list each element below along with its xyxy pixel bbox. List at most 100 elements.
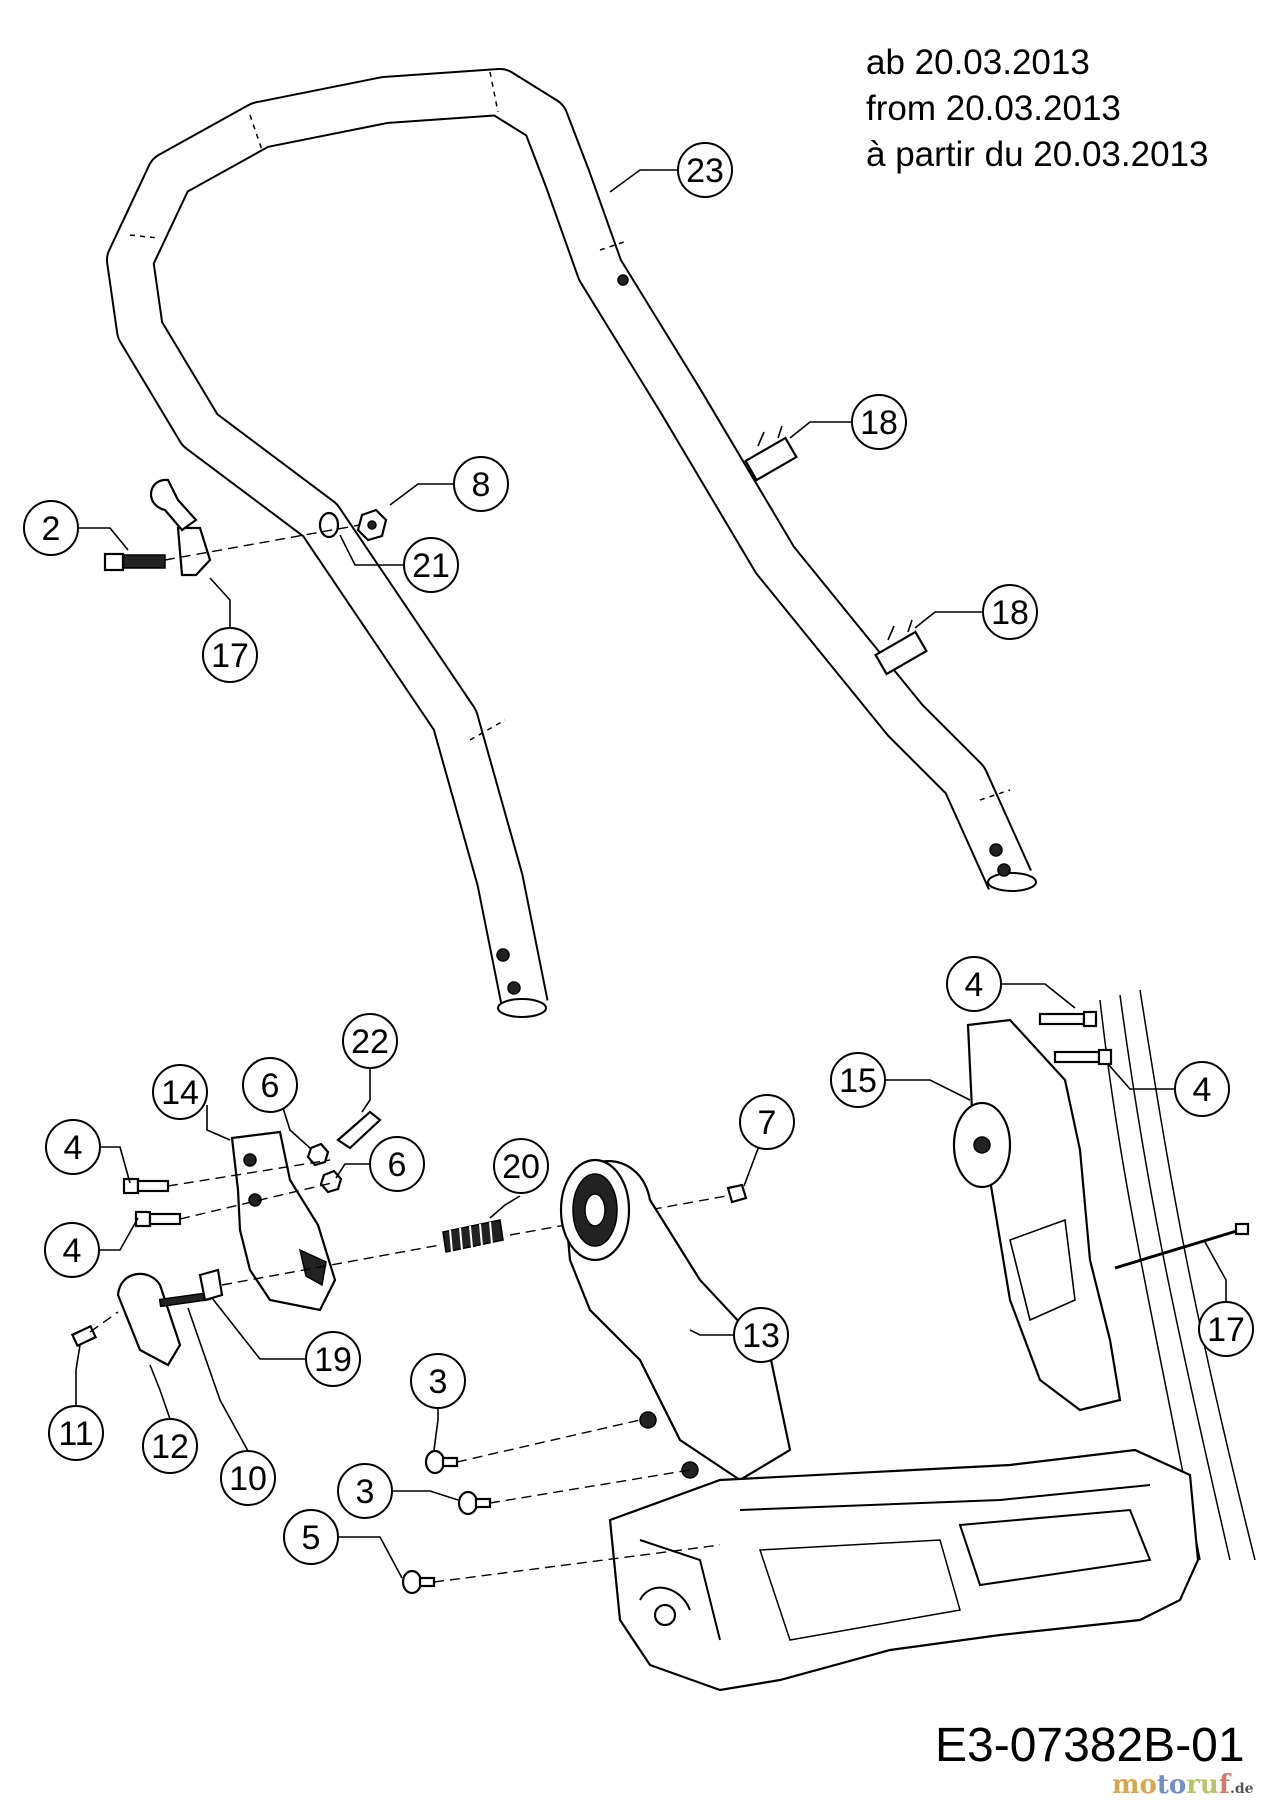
bolt-4-upper-left [122,1177,170,1195]
pin-11 [70,1324,98,1348]
watermark-suffix: .de [1230,1781,1254,1797]
bolt-4-lower-right [1053,1048,1113,1066]
bolt-3-lower [457,1490,492,1516]
watermark-part-4: f [1218,1770,1231,1800]
svg-text:6: 6 [261,1067,280,1105]
callout-12: 12 [142,1418,198,1474]
axis-bolt-4-lower [179,1181,337,1220]
callout-23: 23 [677,142,733,198]
callout-18-lower: 18 [982,584,1038,640]
svg-text:13: 13 [742,1317,780,1355]
callout-11: 11 [48,1405,104,1461]
callout-21: 21 [403,537,459,593]
bolt-5 [401,1569,436,1595]
watermark-logo: motoruf.de [1112,1770,1254,1800]
callout-18-upper: 18 [851,394,907,450]
bolt-4-lower-left [134,1210,182,1228]
axis-bolt-5 [433,1544,721,1583]
callout-4-top-right: 4 [946,956,1002,1012]
svg-text:4: 4 [965,966,984,1004]
rod-10 [158,1291,212,1308]
callout-13: 13 [733,1307,789,1363]
svg-text:18: 18 [991,594,1029,632]
validity-line-en: from 20.03.2013 [866,89,1121,128]
svg-text:3: 3 [429,1363,448,1401]
callout-8: 8 [453,456,509,512]
spring-20 [442,1219,504,1253]
callout-3-upper: 3 [410,1353,466,1409]
lever-12 [116,1272,182,1367]
svg-text:11: 11 [58,1415,93,1453]
callout-19: 19 [305,1331,361,1387]
validity-line-fr: à partir du 20.03.2013 [866,135,1209,174]
callout-14: 14 [152,1064,208,1120]
svg-text:6: 6 [388,1146,407,1184]
callout-22: 22 [342,1013,398,1069]
svg-text:2: 2 [42,510,61,548]
callout-20: 20 [493,1138,549,1194]
axis-bolt-2 [164,524,361,561]
nut-6-upper [306,1142,330,1167]
callout-4-left-lower: 4 [44,1222,100,1278]
callout-17-hook: 17 [202,627,258,683]
svg-text:4: 4 [64,1129,83,1167]
watermark-part-1: mo [1112,1770,1157,1800]
nut-6-lower [319,1169,343,1194]
cable-clip-upper [744,425,798,482]
bolt-4-upper-right [1038,1010,1098,1028]
nut-8 [356,508,388,542]
bushing-7 [726,1183,748,1204]
lower-handle-arm-13 [559,1158,792,1482]
svg-text:14: 14 [161,1074,199,1112]
drawing-code: E3-07382B-01 [935,1719,1245,1772]
axis-bolt-3-lower [489,1469,691,1504]
cable-tie-17 [1114,1222,1250,1270]
svg-text:7: 7 [758,1104,777,1142]
svg-text:10: 10 [229,1460,267,1498]
bolt-3-upper [424,1449,459,1475]
cable-guide-hook [149,478,212,577]
callout-6-upper: 6 [242,1057,298,1113]
svg-text:17: 17 [211,637,249,675]
right-side-bracket-15 [952,989,1256,1561]
svg-text:3: 3 [356,1473,375,1511]
callout-4-left-upper: 4 [45,1119,101,1175]
svg-text:5: 5 [302,1519,321,1557]
svg-text:18: 18 [860,404,898,442]
svg-text:22: 22 [351,1023,389,1061]
svg-text:12: 12 [151,1428,189,1466]
axis-spring [221,1244,441,1286]
mower-deck-housing [608,1448,1200,1692]
validity-line-de: ab 20.03.2013 [866,43,1090,82]
washer-21 [318,511,340,539]
svg-text:17: 17 [1207,1311,1245,1349]
callout-17-cable-tie: 17 [1198,1301,1254,1357]
plate-19 [198,1268,224,1302]
bolt-2 [103,552,166,572]
callout-15: 15 [830,1052,886,1108]
validity-date-note: ab 20.03.2013 from 20.03.2013 à partir d… [866,40,1208,178]
svg-text:23: 23 [686,152,724,190]
svg-text:19: 19 [314,1341,352,1379]
callout-10: 10 [220,1450,276,1506]
callout-4-right: 4 [1174,1061,1230,1117]
axis-bolt-3-upper [456,1419,641,1463]
svg-text:4: 4 [1193,1071,1212,1109]
clip-22 [336,1110,382,1150]
callout-7: 7 [739,1094,795,1150]
cable-clip-lower [874,619,928,676]
callout-2: 2 [23,500,79,556]
axis-lever [89,1311,119,1333]
callout-5: 5 [283,1509,339,1565]
watermark-part-2: to [1156,1770,1187,1800]
callout-3-lower: 3 [337,1463,393,1519]
svg-text:8: 8 [472,466,491,504]
axis-bolt-4-upper [167,1159,331,1187]
svg-text:4: 4 [63,1232,82,1270]
upper-handle-bar [106,68,1037,1018]
svg-text:15: 15 [839,1062,877,1100]
callout-6-lower: 6 [369,1136,425,1192]
bracket-14 [230,1130,337,1312]
svg-text:20: 20 [502,1148,540,1186]
